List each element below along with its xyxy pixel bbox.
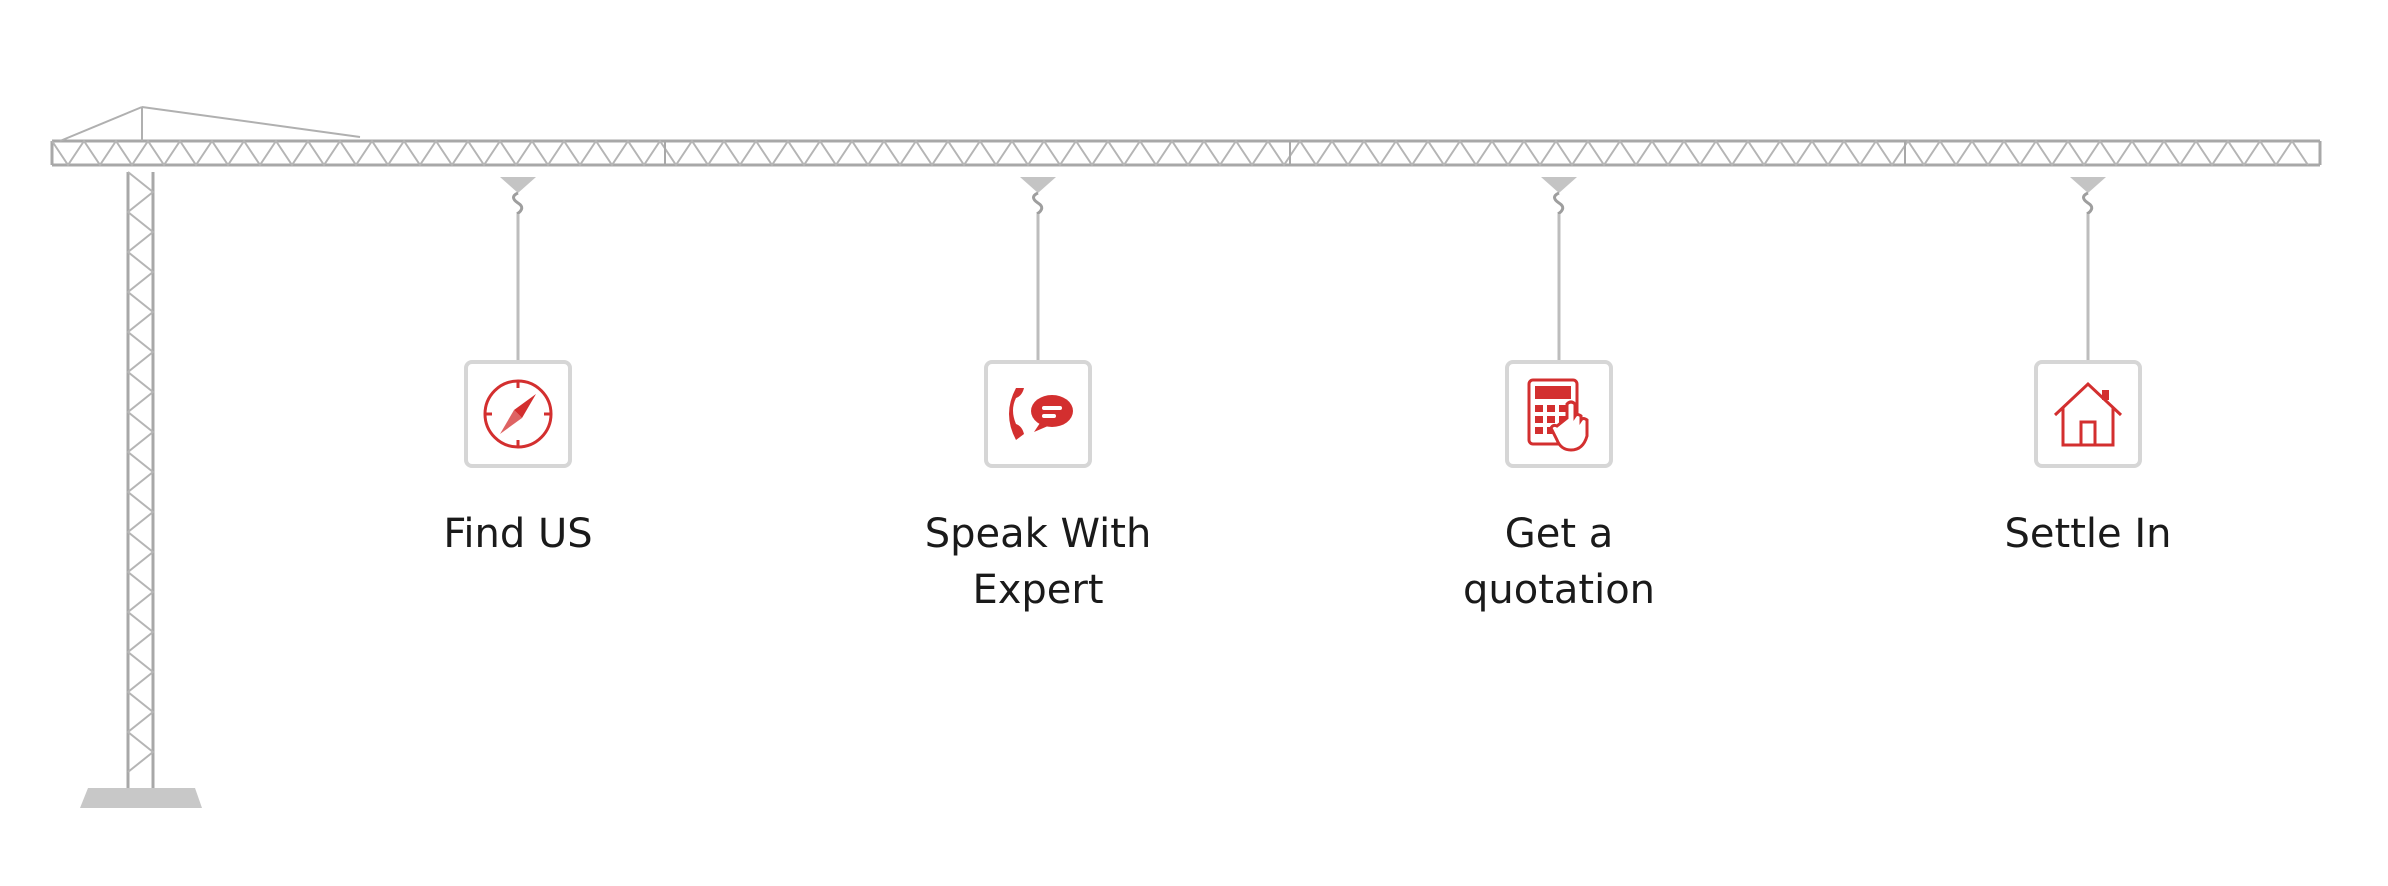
crane-hook-icon	[1553, 191, 1565, 216]
tower-zigzag	[126, 171, 155, 773]
calculator-icon	[1527, 378, 1589, 452]
pointing-hand	[1549, 400, 1589, 452]
step-label: Settle In	[2004, 511, 2172, 557]
crane-cable-right	[141, 106, 361, 138]
step-1	[464, 177, 572, 468]
crane-tower-lattice	[126, 171, 155, 773]
house-icon	[2053, 381, 2123, 447]
step-2	[984, 177, 1092, 468]
step-label: Find US	[443, 511, 593, 557]
compass-icon	[483, 379, 553, 449]
step-box[interactable]	[2034, 360, 2142, 468]
crane-jib-lattice	[51, 139, 2309, 167]
step-4	[2034, 177, 2142, 468]
calculator-key	[1547, 416, 1555, 423]
jib-zigzag	[51, 139, 2309, 167]
chat-bubble	[1031, 395, 1073, 427]
chat-bubble-tail	[1034, 423, 1048, 432]
crane-hook-icon	[512, 191, 524, 216]
compass-needle-north	[514, 394, 536, 418]
calculator-key	[1535, 427, 1543, 434]
steps-layer	[464, 177, 2142, 468]
house-door	[2079, 420, 2097, 447]
compass-needle-south	[500, 410, 522, 434]
house-roof	[2053, 381, 2123, 417]
phone-handset	[1009, 388, 1024, 440]
chat-line	[1042, 414, 1056, 418]
step-label: Get a quotation	[1462, 511, 1656, 613]
calculator-key	[1535, 416, 1543, 423]
step-3	[1505, 177, 1613, 468]
calculator-body	[1527, 378, 1579, 446]
crane-hook-icon	[2082, 191, 2094, 216]
crane-base	[80, 788, 202, 808]
step-label: Speak With Expert	[924, 511, 1152, 613]
calculator-key	[1559, 405, 1567, 412]
step-box[interactable]	[1505, 360, 1613, 468]
calculator-key	[1547, 405, 1555, 412]
phone-chat-icon	[1009, 388, 1073, 440]
calculator-screen	[1535, 386, 1571, 399]
hook-trolley	[500, 177, 536, 193]
house-chimney	[2102, 390, 2109, 400]
crane-hook-icon	[1032, 191, 1044, 216]
hook-trolley	[1541, 177, 1577, 193]
hook-trolley	[2070, 177, 2106, 193]
hook-trolley	[1020, 177, 1056, 193]
crane-cable-left	[59, 106, 143, 142]
chat-line	[1042, 406, 1062, 410]
calculator-key	[1535, 405, 1543, 412]
